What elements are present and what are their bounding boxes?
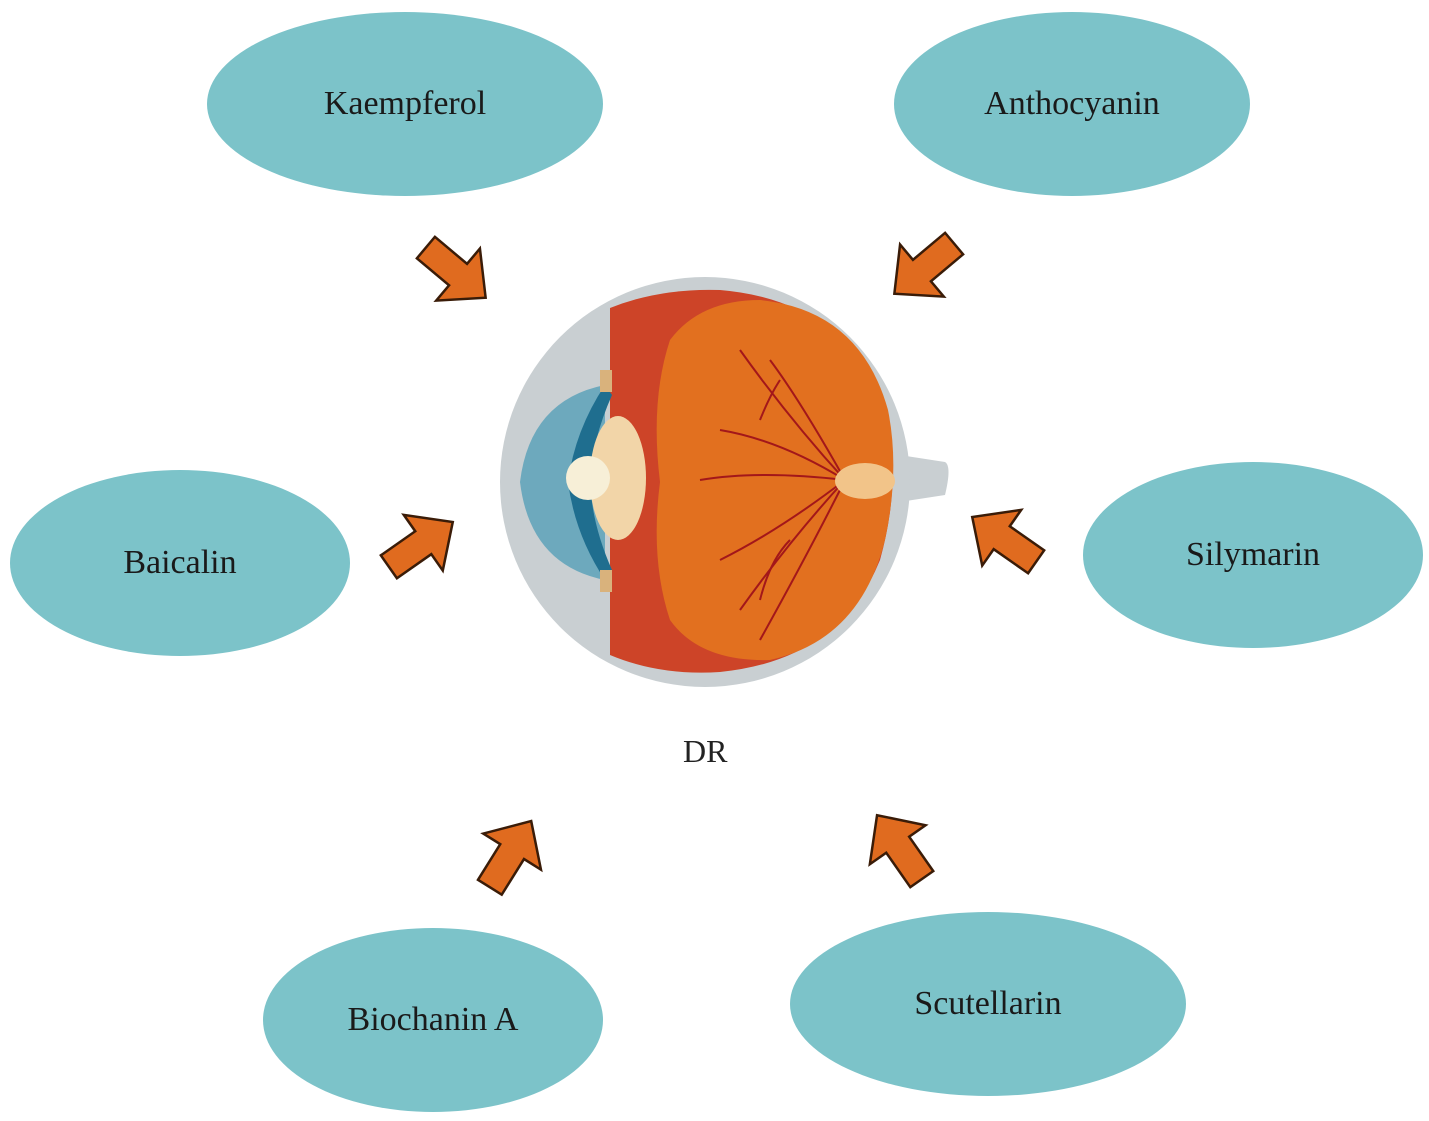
eye-illustration [500, 277, 949, 687]
compound-label: Baicalin [123, 544, 237, 581]
arrow-kaempferol [402, 220, 509, 326]
arrow-biochanin [459, 801, 562, 907]
compound-label: Anthocyanin [984, 85, 1160, 122]
compound-label: Kaempferol [323, 85, 487, 122]
compound-label: Biochanin A [347, 1001, 519, 1038]
compound-silymarin: Silymarin [1083, 462, 1423, 648]
compound-label: Silymarin [1185, 536, 1321, 573]
arrow-anthocyanin [871, 216, 978, 322]
arrow-scutellarin [847, 794, 951, 900]
compound-label: Scutellarin [914, 985, 1062, 1022]
disease-label: DR [683, 733, 728, 769]
compound-scutellarin: Scutellarin [790, 912, 1186, 1096]
compound-anthocyanin: Anthocyanin [894, 12, 1250, 196]
arrow-silymarin [951, 487, 1057, 591]
compound-kaempferol: Kaempferol [207, 12, 603, 196]
compound-baicalin: Baicalin [10, 470, 350, 656]
compound-biochanin-a: Biochanin A [263, 928, 603, 1112]
arrow-baicalin [368, 492, 474, 596]
